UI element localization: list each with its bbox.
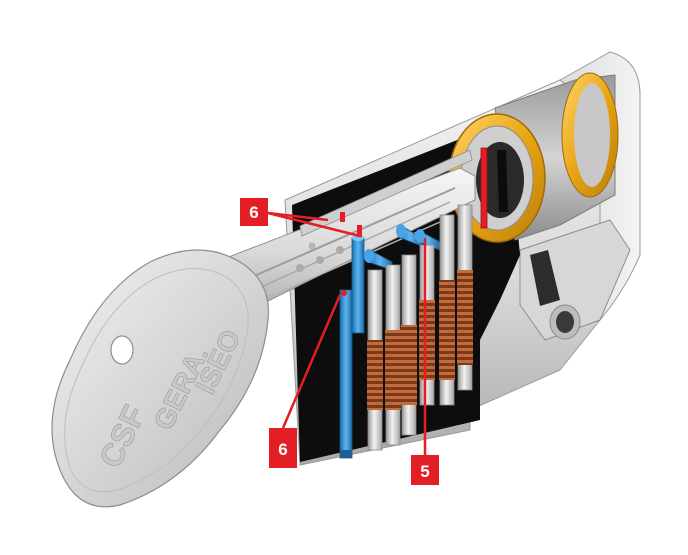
callout-label: 6: [249, 203, 258, 222]
pin-stack-1: [367, 269, 383, 451]
leader-line: [281, 294, 342, 429]
callout-label: 6: [278, 440, 287, 459]
plug-face: [448, 72, 619, 243]
leader-line: [267, 211, 361, 238]
callout-label: 5: [420, 462, 429, 481]
pin-stack-4: [419, 244, 435, 406]
callout-box: [269, 428, 297, 468]
pin-stacks: [339, 204, 473, 459]
callout-5: 5: [411, 238, 439, 485]
side-pin-blue: [339, 289, 353, 459]
pin-stack-5: [439, 214, 455, 406]
callout-box: [240, 198, 268, 226]
pin-stack-6: [457, 204, 473, 391]
key-bow: CSF GERA. ISEO: [51, 249, 270, 508]
callout-6-top: 6: [240, 198, 361, 238]
callout-box: [411, 455, 439, 485]
pin-stack-3: [401, 254, 417, 436]
leader-line: [267, 211, 329, 222]
blue-pin-tall: [351, 235, 365, 334]
pin-stack-2: [385, 264, 401, 446]
callout-6-bottom: 6: [269, 294, 342, 468]
